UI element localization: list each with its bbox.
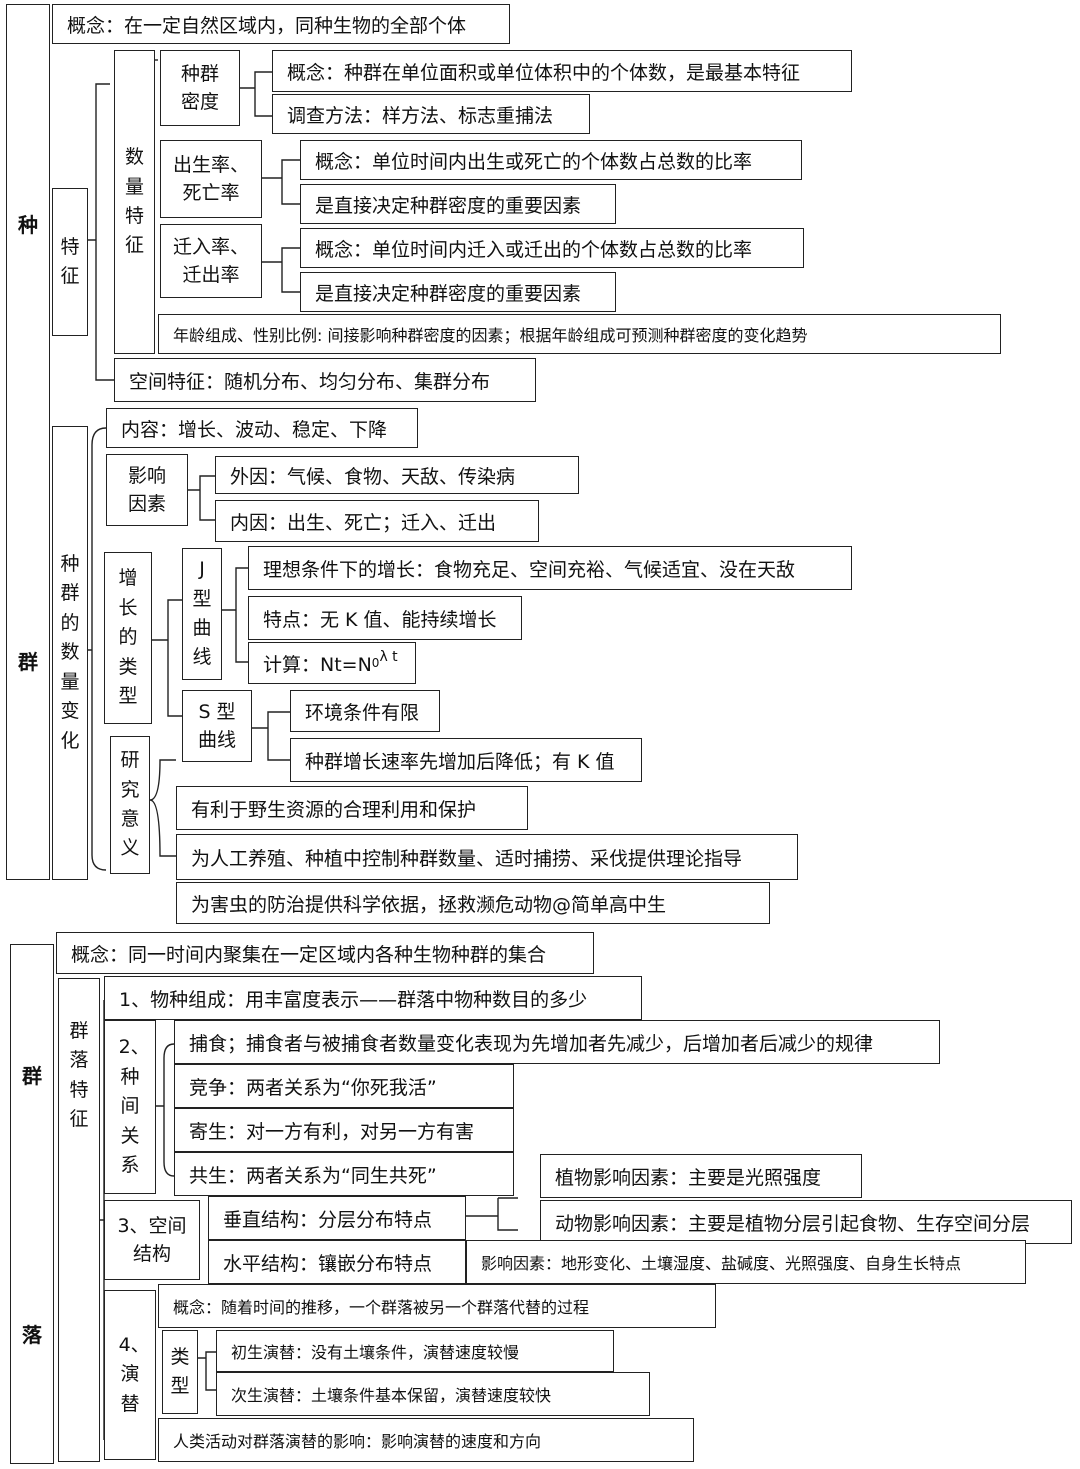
quantity-feature-node: 数量特征	[114, 50, 155, 354]
animal-factors: 动物影响因素：主要是植物分层引起食物、生存空间分层	[540, 1200, 1072, 1244]
internal-factors: 内因：出生、死亡；迁入、迁出	[215, 500, 539, 542]
features-node: 特 征	[52, 188, 99, 336]
horizontal-factors: 影响因素：地形变化、土壤湿度、盐碱度、光照强度、自身生长特点	[466, 1240, 1026, 1284]
density-node: 种群密度	[160, 50, 240, 126]
succession-concept: 概念：随着时间的推移，一个群落被另一个群落代替的过程	[158, 1284, 716, 1328]
species-composition: 1、物种组成：用丰富度表示——群落中物种数目的多少	[104, 976, 642, 1020]
birth-death-concept: 概念：单位时间内出生或死亡的个体数占总数的比率	[300, 140, 802, 180]
community-concept: 概念：同一时间内聚集在一定区域内各种生物种群的集合	[56, 932, 594, 974]
research-node: 研究意义	[110, 736, 150, 874]
factors-node: 影响因素	[106, 454, 188, 526]
population-title: 种 群	[6, 4, 50, 880]
relation-competition: 竞争：两者关系为“你死我活”	[174, 1064, 514, 1108]
s-curve-env: 环境条件有限	[290, 690, 440, 732]
research-item-1: 有利于野生资源的合理利用和保护	[176, 786, 528, 830]
community-title-bottom: 落	[22, 1323, 42, 1347]
j-curve-node: J型曲线	[182, 548, 222, 680]
community-title-top: 群	[22, 1064, 42, 1088]
research-item-3: 为害虫的防治提供科学依据，拯救濒危动物@简单高中生	[176, 882, 770, 924]
community-features-node: 群落特征	[58, 978, 100, 1462]
s-curve-node: S 型曲线	[182, 690, 252, 762]
secondary-succession: 次生演替：土壤条件基本保留，演替速度较快	[216, 1372, 650, 1416]
relation-parasitism: 寄生：对一方有利，对另一方有害	[174, 1108, 514, 1152]
succession-node: 4、演替	[104, 1290, 156, 1460]
population-concept: 概念：在一定自然区域内，同种生物的全部个体	[52, 4, 510, 44]
relation-mutualism: 共生：两者关系为“同生共死”	[174, 1152, 514, 1196]
migration-note: 是直接决定种群密度的重要因素	[300, 272, 616, 312]
relation-predation: 捕食；捕食者与被捕食者数量变化表现为先增加者先减少，后增加者后减少的规律	[174, 1020, 940, 1064]
research-item-2: 为人工养殖、种植中控制种群数量、适时捕捞、采伐提供理论指导	[176, 834, 798, 880]
external-factors: 外因：气候、食物、天敌、传染病	[215, 456, 579, 494]
birth-death-node: 出生率、死亡率	[160, 140, 262, 218]
community-title: 群 落	[10, 944, 54, 1464]
spatial-structure-node: 3、空间结构	[104, 1200, 200, 1280]
migration-node: 迁入率、迁出率	[160, 224, 262, 298]
succession-types-node: 类型	[162, 1330, 198, 1414]
population-title-top: 种	[18, 213, 38, 237]
human-impact: 人类活动对群落演替的影响：影响演替的速度和方向	[158, 1418, 694, 1462]
horizontal-structure: 水平结构：镶嵌分布特点	[208, 1240, 466, 1284]
population-change-node: 种群的数量变化	[52, 426, 88, 880]
plant-factors: 植物影响因素：主要是光照强度	[540, 1154, 862, 1198]
population-title-bottom: 群	[18, 650, 38, 674]
density-concept: 概念：种群在单位面积或单位体积中的个体数，是最基本特征	[272, 50, 852, 92]
spatial-feature: 空间特征：随机分布、均匀分布、集群分布	[114, 358, 536, 402]
change-content: 内容：增长、波动、稳定、下降	[106, 408, 418, 448]
birth-death-note: 是直接决定种群密度的重要因素	[300, 184, 616, 224]
j-curve-ideal: 理想条件下的增长：食物充足、空间充裕、气候适宜、没在天敌	[248, 546, 852, 590]
j-curve-feature: 特点：无 K 值、能持续增长	[248, 596, 522, 640]
migration-concept: 概念：单位时间内迁入或迁出的个体数占总数的比率	[300, 228, 804, 268]
interspecific-relations-node: 2、种间关系	[104, 1020, 156, 1194]
s-curve-rate: 种群增长速率先增加后降低；有 K 值	[290, 738, 642, 782]
growth-type-node: 增长的类型	[104, 552, 152, 724]
age-sex-ratio: 年龄组成、性别比例: 间接影响种群密度的因素；根据年龄组成可预测种群密度的变化趋…	[158, 314, 1001, 354]
density-method: 调查方法：样方法、标志重捕法	[272, 94, 590, 134]
vertical-structure: 垂直结构：分层分布特点	[208, 1196, 466, 1240]
primary-succession: 初生演替：没有土壤条件，演替速度较慢	[216, 1330, 614, 1372]
